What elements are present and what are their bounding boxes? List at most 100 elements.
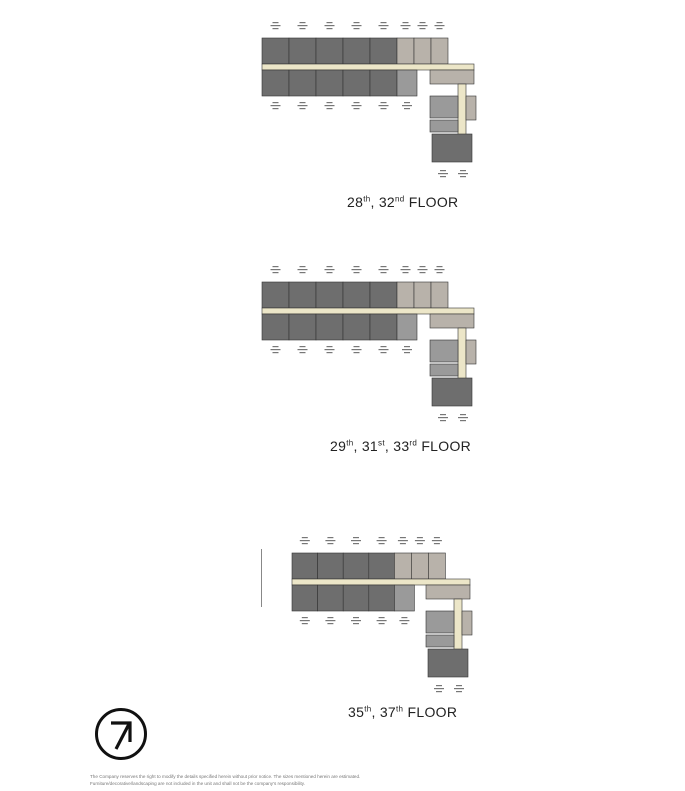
unit-label-mark: [404, 352, 410, 354]
unit-label-mark: [353, 537, 359, 539]
unit-block: [342, 313, 371, 341]
core-area: [425, 584, 471, 600]
unit-block: [411, 552, 429, 580]
floor-title-29-31-33: 29th, 31st, 33rd FLOOR: [330, 438, 472, 454]
unit-label-mark: [351, 105, 362, 107]
unit-label-mark: [297, 349, 308, 351]
unit-label-mark: [460, 414, 466, 416]
unit-block: [315, 313, 344, 341]
unit-label-mark: [454, 688, 464, 690]
unit-label-mark: [351, 620, 361, 622]
unit-label-mark: [434, 269, 445, 271]
unit-label-mark: [417, 25, 428, 27]
unit-label-mark: [299, 620, 310, 622]
unit-label-mark: [327, 543, 334, 545]
unit-label-mark: [434, 688, 444, 690]
unit-block: [429, 339, 459, 363]
unit-label-mark: [272, 108, 279, 110]
unit-label-mark: [351, 25, 362, 27]
unit-label-mark: [270, 269, 281, 271]
unit-label-mark: [301, 543, 308, 545]
unit-block: [261, 281, 290, 309]
unit-block: [261, 69, 290, 97]
unit-label-mark: [419, 272, 426, 274]
unit-label-mark: [325, 620, 336, 622]
unit-label-mark: [378, 537, 385, 539]
unit-block: [394, 584, 415, 612]
unit-label-mark: [353, 623, 359, 625]
unit-label-mark: [353, 543, 359, 545]
unit-label-mark: [351, 540, 361, 542]
unit-label-mark: [326, 28, 333, 30]
unit-label-mark: [380, 346, 387, 348]
unit-label-mark: [380, 28, 387, 30]
unit-block: [427, 648, 469, 678]
unit-block: [342, 37, 371, 65]
unit-block: [315, 281, 344, 309]
unit-label-mark: [353, 102, 360, 104]
unit-label-mark: [353, 22, 360, 24]
unit-label-mark: [272, 102, 279, 104]
unit-label-mark: [270, 105, 281, 107]
unit-block: [342, 552, 370, 580]
unit-block: [413, 281, 432, 309]
unit-label-mark: [326, 346, 333, 348]
unit-block: [368, 584, 395, 612]
unit-label-mark: [272, 272, 279, 274]
unit-label-mark: [299, 102, 306, 104]
unit-label-mark: [433, 543, 440, 545]
unit-label-mark: [460, 176, 466, 178]
unit-label-mark: [378, 25, 389, 27]
unit-label-mark: [401, 617, 408, 619]
unit-block: [261, 37, 290, 65]
floor-plan-drawing: [261, 22, 477, 178]
unit-label-mark: [440, 176, 446, 178]
floor-plan-29-31-33: [258, 262, 478, 422]
unit-block: [288, 281, 317, 309]
unit-block: [315, 69, 344, 97]
unit-label-mark: [436, 28, 443, 30]
unit-label-mark: [378, 543, 385, 545]
unit-label-mark: [456, 691, 462, 693]
unit-label-mark: [404, 108, 410, 110]
unit-label-mark: [353, 346, 360, 348]
unit-block: [425, 634, 455, 648]
unit-label-mark: [324, 269, 335, 271]
unit-label-mark: [401, 623, 408, 625]
unit-block: [368, 552, 395, 580]
unit-label-mark: [351, 269, 362, 271]
unit-label-mark: [353, 617, 359, 619]
core-area: [429, 313, 475, 329]
unit-label-mark: [378, 623, 385, 625]
unit-label-mark: [400, 25, 411, 27]
unit-label-mark: [299, 540, 310, 542]
unit-label-mark: [378, 269, 389, 271]
unit-label-mark: [351, 349, 362, 351]
unit-block: [315, 37, 344, 65]
unit-label-mark: [402, 105, 412, 107]
unit-block: [288, 69, 317, 97]
unit-label-mark: [270, 25, 281, 27]
unit-label-mark: [433, 537, 440, 539]
unit-label-mark: [326, 108, 333, 110]
unit-block: [291, 552, 318, 580]
unit-label-mark: [297, 25, 308, 27]
unit-label-mark: [327, 617, 334, 619]
unit-block: [369, 313, 398, 341]
unit-block: [342, 584, 370, 612]
unit-label-mark: [326, 272, 333, 274]
unit-block: [465, 95, 477, 121]
unit-label-mark: [324, 25, 335, 27]
unit-label-mark: [402, 28, 409, 30]
unit-label-mark: [378, 349, 389, 351]
unit-label-mark: [380, 102, 387, 104]
unit-label-mark: [399, 620, 410, 622]
unit-label-mark: [380, 108, 387, 110]
unit-label-mark: [301, 537, 308, 539]
unit-label-mark: [326, 22, 333, 24]
unit-block: [461, 610, 473, 636]
unit-label-mark: [440, 414, 446, 416]
unit-label-mark: [436, 685, 442, 687]
unit-block: [430, 37, 449, 65]
unit-label-mark: [399, 537, 406, 539]
